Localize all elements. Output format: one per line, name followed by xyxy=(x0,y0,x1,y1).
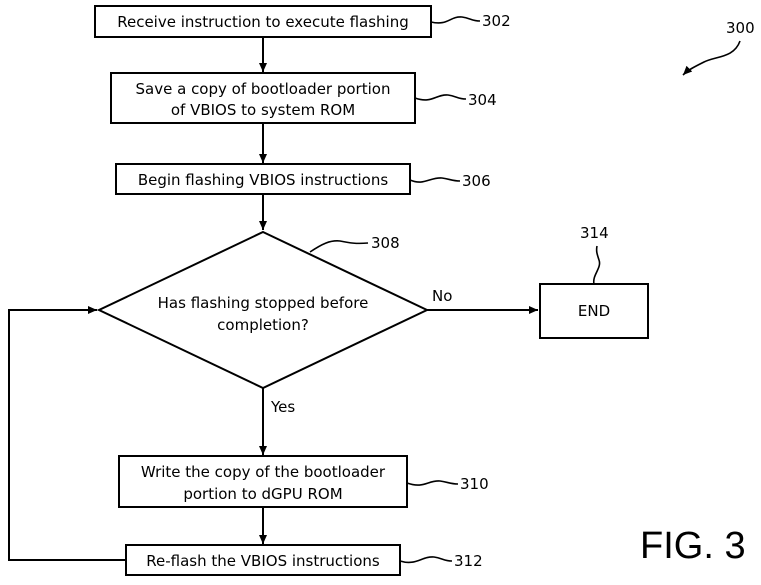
step-306: Begin flashing VBIOS instructions xyxy=(115,163,411,195)
loop-back-connector xyxy=(8,306,126,561)
step-310-text-line1: Write the copy of the bootloader xyxy=(141,463,386,481)
figure-caption: FIG. 3 xyxy=(640,525,746,567)
end-314: END xyxy=(539,283,649,339)
ref-306: 306 xyxy=(462,172,491,190)
step-302-text: Receive instruction to execute flashing xyxy=(117,13,409,31)
step-302-box xyxy=(94,5,432,38)
ref-304: 304 xyxy=(468,91,497,109)
step-310: Write the copy of the bootloader portion… xyxy=(118,455,408,508)
figure-ref-arrow xyxy=(682,40,741,76)
step-312: Re-flash the VBIOS instructions xyxy=(125,544,401,576)
ref-310: 310 xyxy=(460,475,489,493)
decision-308-text-line1: Has flashing stopped before xyxy=(158,294,369,312)
decision-yes-label: Yes xyxy=(270,398,295,416)
step-310-box xyxy=(118,455,408,508)
step-306-box xyxy=(115,163,411,195)
step-312-text: Re-flash the VBIOS instructions xyxy=(146,552,380,570)
leader-302 xyxy=(430,16,481,24)
ref-314: 314 xyxy=(580,224,609,242)
ref-312: 312 xyxy=(454,552,483,570)
decision-308: Has flashing stopped before completion? … xyxy=(96,230,452,416)
leader-304 xyxy=(414,94,467,101)
step-312-box xyxy=(125,544,401,576)
leader-312 xyxy=(399,556,453,564)
decision-308-text-line2: completion? xyxy=(217,316,309,334)
ref-308: 308 xyxy=(371,234,400,252)
leader-308 xyxy=(309,240,369,253)
step-304-text-line2: of VBIOS to system ROM xyxy=(171,101,355,119)
ref-302: 302 xyxy=(482,12,511,30)
step-304-text-line1: Save a copy of bootloader portion xyxy=(136,80,391,98)
decision-no-label: No xyxy=(432,287,452,305)
leader-306 xyxy=(409,177,461,183)
leader-310 xyxy=(406,480,459,486)
step-310-text-line2: portion to dGPU ROM xyxy=(183,485,342,503)
step-306-text: Begin flashing VBIOS instructions xyxy=(138,171,389,189)
step-302: Receive instruction to execute flashing xyxy=(94,5,432,38)
end-314-box xyxy=(539,283,649,339)
leader-314 xyxy=(592,245,601,285)
step-304: Save a copy of bootloader portion of VBI… xyxy=(110,72,416,124)
end-314-text: END xyxy=(578,302,610,320)
decision-308-diamond xyxy=(96,230,430,390)
figure-ref-300: 300 xyxy=(726,19,755,37)
